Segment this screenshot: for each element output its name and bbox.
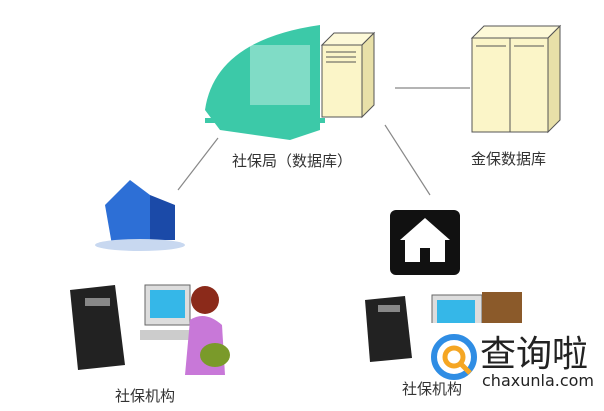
golden-server-icon (470, 24, 562, 134)
watermark-url: chaxunla.com (482, 371, 594, 390)
golden-database-label: 金保数据库 (471, 150, 547, 168)
right-computer-icon (431, 292, 522, 336)
left-terminal-icon (70, 285, 125, 370)
office-building-icon (95, 180, 185, 251)
house-icon (390, 210, 460, 275)
watermark: 查询啦 chaxunla.com (430, 323, 600, 403)
right-org-label: 社保机构 (402, 380, 463, 398)
search-logo-icon (431, 334, 477, 380)
operator-computer-icon (140, 284, 230, 375)
right-terminal-icon (365, 296, 412, 362)
bureau-label: 社保局（数据库） (232, 152, 353, 170)
bureau-server-icon (320, 31, 376, 119)
watermark-title: 查询啦 (480, 334, 589, 375)
left-org-label: 社保机构 (115, 387, 176, 405)
connector-lines (177, 87, 470, 196)
bureau-building-icon (205, 25, 325, 140)
